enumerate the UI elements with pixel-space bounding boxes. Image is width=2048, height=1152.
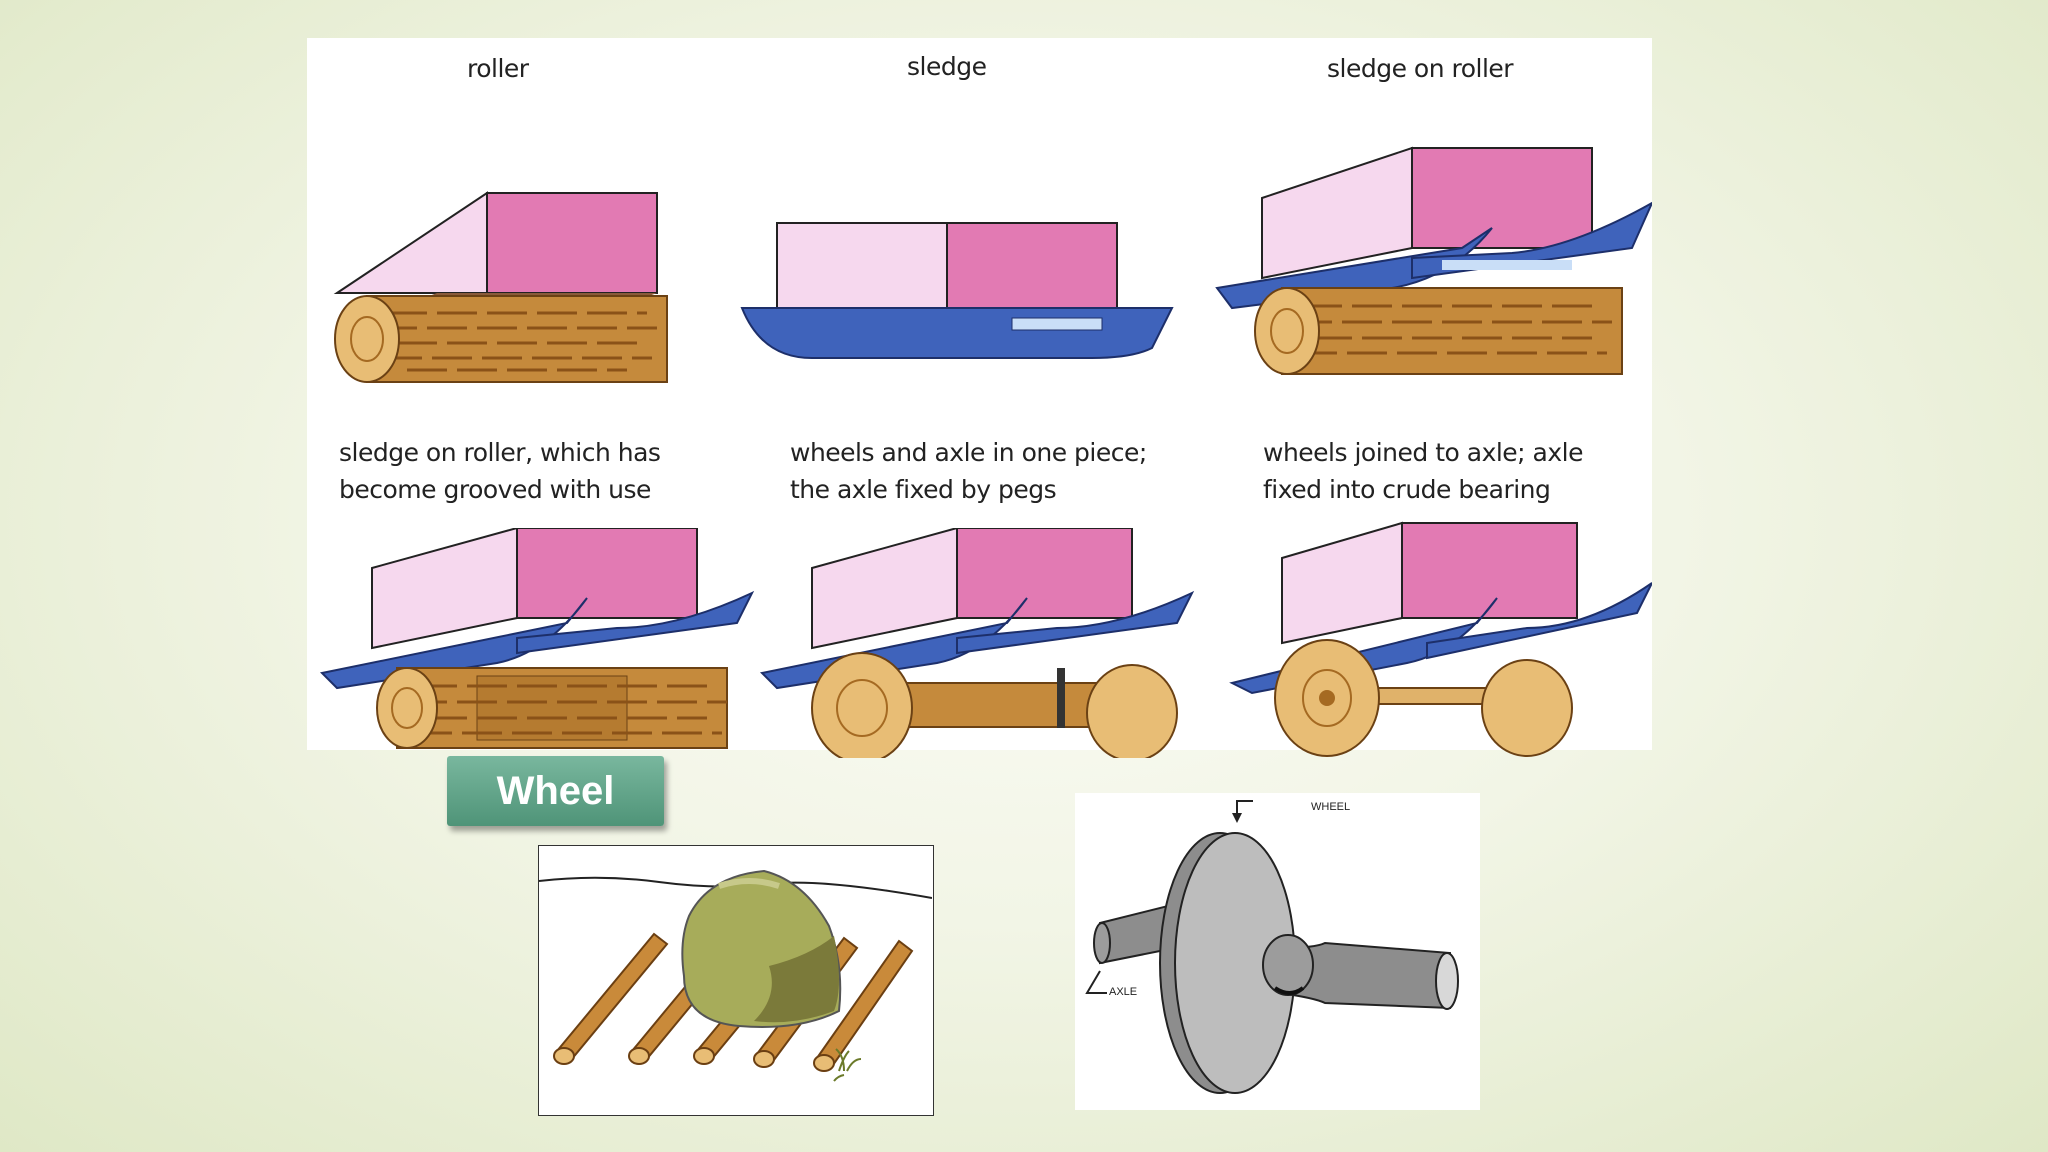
caption-joined: wheels joined to axle; axle fixed into c… — [1263, 434, 1584, 508]
caption-sledge-on-roller: sledge on roller — [1327, 54, 1514, 83]
caption-roller: roller — [467, 54, 529, 83]
caption-grooved: sledge on roller, which has become groov… — [339, 434, 661, 508]
sledge-illustration — [740, 222, 1174, 359]
caption-sledge: sledge — [907, 52, 987, 81]
caption-one-piece-line2: the axle fixed by pegs — [790, 475, 1057, 504]
caption-grooved-line1: sledge on roller, which has — [339, 438, 661, 467]
wheel-and-axle-panel: WHEEL AXLE — [1075, 793, 1480, 1110]
boulder-on-logs-illustration — [539, 869, 932, 1082]
joined-axle-illustration — [1229, 521, 1652, 757]
axle-callout-label: AXLE — [1109, 986, 1138, 998]
caption-one-piece: wheels and axle in one piece; the axle f… — [790, 434, 1147, 508]
sledge-on-roller-illustration — [1215, 146, 1652, 375]
caption-one-piece-line1: wheels and axle in one piece; — [790, 438, 1147, 467]
wheel-and-axle-illustration — [1085, 800, 1459, 1094]
caption-joined-line2: fixed into crude bearing — [1263, 475, 1551, 504]
roller-illustration — [333, 191, 668, 383]
caption-joined-line1: wheels joined to axle; axle — [1263, 438, 1584, 467]
grooved-roller-illustration — [319, 528, 755, 749]
evolution-diagram-panel: roller sledge sledge on roller sledge on… — [307, 38, 1652, 758]
boulder-on-logs-panel — [538, 845, 934, 1116]
wheel-callout-label: WHEEL — [1311, 801, 1351, 813]
wheel-label: Wheel — [447, 756, 664, 826]
caption-grooved-line2: become grooved with use — [339, 475, 651, 504]
one-piece-wheel-illustration — [759, 528, 1195, 758]
